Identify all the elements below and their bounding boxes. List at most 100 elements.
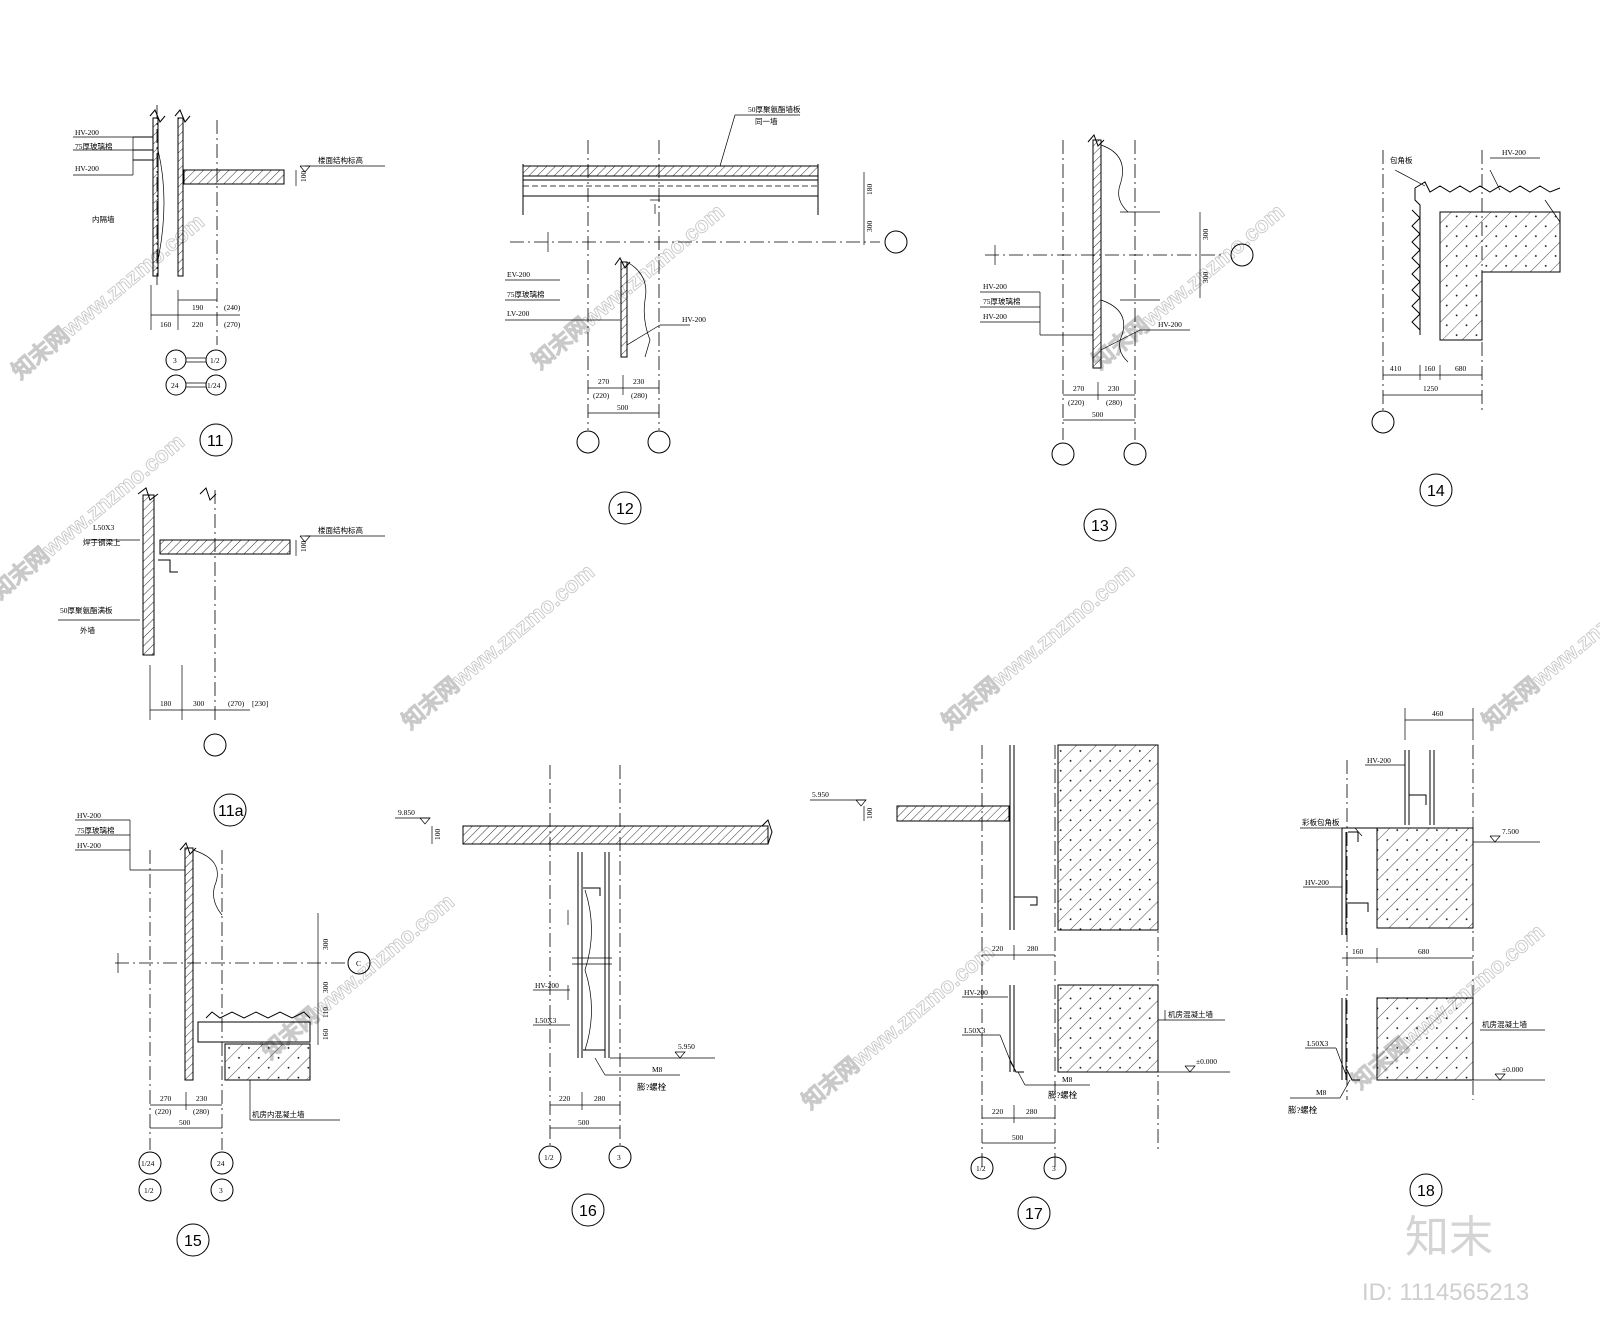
partition-board [620,261,628,358]
label-inner-wall: 内隔墙 [92,214,115,224]
detail-number-13: 13 [1091,518,1109,535]
label-insulation: 75厚玻璃棉 [75,141,113,151]
label-angle: L50X3 [93,523,114,532]
detail-16: 9.850 100 5.950 HV-200 L50X3 M8 膨?螺栓 220… [395,765,773,1227]
label-same-wall: 同一墙 [755,116,778,126]
dim-160: 160 [1352,947,1364,956]
dim-230: [230] [252,699,268,708]
label-corner-flashing: 彩板包角板 [1302,817,1340,827]
dim-160: 160 [1424,364,1436,373]
dim-220-lower: 220 [992,1107,1004,1116]
grid-3: 3 [1052,1164,1056,1173]
dim-500: 500 [617,403,629,412]
detail-11a: L50X3 焊于钢梁上 50厚聚氨酯满板 外墙 楼面结构标高 100 180 3… [58,487,385,827]
elevation-5950: 5.950 [812,790,829,799]
svg-text:知末网www.znzmo.com: 知末网www.znzmo.com [397,559,599,734]
detail-14: 包角板 HV-200 410 160 680 1250 14 [1371,148,1561,507]
floor-slab [159,539,291,555]
dim-280: (280) [193,1107,210,1116]
brand-watermark: 知末 ID: 1114565213 [1362,1213,1529,1306]
dim-270: 270 [160,1094,172,1103]
detail-number-14: 14 [1427,483,1445,500]
dim-220: 220 [192,320,204,329]
label-floor-level: 楼面结构标高 [318,155,363,165]
label-ev200: EV-200 [507,270,530,279]
dim-230: 230 [633,377,645,386]
wall-board-right [177,117,184,277]
svg-text:知末网www.znzmo.com: 知末网www.znzmo.com [937,559,1139,734]
concrete-wall-upper [1057,744,1159,931]
dim-220: 220 [559,1094,571,1103]
detail-number-18: 18 [1417,1183,1435,1200]
label-hv200-a: HV-200 [75,128,99,137]
dim-slab-h: 100 [299,541,308,553]
label-concrete-wall: 机房混凝土墙 [1168,1009,1213,1019]
detail-number-17: 17 [1025,1206,1043,1223]
grid-c: C [356,959,361,968]
dim-300-a: 300 [321,939,330,951]
dim-500: 500 [1012,1133,1024,1142]
label-machine-room-wall: 机房内混凝土墙 [252,1109,305,1119]
label-hv200-b: HV-200 [1305,878,1329,887]
svg-text:知末网www.znzmo.com: 知末网www.znzmo.com [1477,559,1600,734]
concrete-wall-lower [1376,997,1474,1081]
dim-500: 500 [578,1118,590,1127]
dim-300-a: 300 [1201,229,1210,241]
dim-220: (220) [155,1107,172,1116]
detail-12: 180 300 50厚聚氨酯墙板 同一墙 EV-200 75厚玻璃棉 LV-20… [505,104,908,525]
dim-1250: 1250 [1423,384,1438,393]
dim-180: 180 [865,184,874,196]
dim-680: 680 [1455,364,1467,373]
dim-300: 300 [193,699,205,708]
label-hv200-a: HV-200 [1367,756,1391,765]
label-concrete-wall: 机房混凝土墙 [1482,1019,1527,1029]
detail-13: 300 300 HV-200 75厚玻璃棉 HV-200 HV-200 270 … [980,134,1254,542]
dim-160: 160 [160,320,172,329]
label-hv200-a: HV-200 [983,282,1007,291]
concrete-wall-lower [1057,984,1159,1073]
dim-190: 190 [192,303,204,312]
floor-slab [183,169,285,185]
grid-1-2: 1/2 [976,1164,986,1173]
watermark-layer: 知末网www.znzmo.com 知末网www.znzmo.com 知末网www… [0,198,1600,1114]
label-m8: M8 [1316,1088,1327,1097]
label-hv200: HV-200 [535,981,559,990]
floor-slab [462,825,769,845]
label-expansion-bolt: 膨?螺栓 [637,1082,667,1092]
dim-270: (270) [224,320,241,329]
label-expansion-bolt: 膨?螺栓 [1288,1105,1318,1115]
elevation-5950: 5.950 [678,1042,695,1051]
label-angle: L50X3 [964,1026,985,1035]
image-id: ID: 1114565213 [1362,1279,1529,1306]
detail-15: C HV-200 75厚玻璃棉 HV-200 机房内混凝土墙 300 300 1… [75,811,371,1257]
dim-240: (240) [224,303,241,312]
dim-500: 500 [1092,410,1104,419]
label-hv200-a: HV-200 [77,811,101,820]
dim-270: 270 [1073,384,1085,393]
label-hv200: HV-200 [682,315,706,324]
dim-220: (220) [593,391,610,400]
wall-panel [1092,139,1102,369]
floor-slab [896,805,1010,822]
label-hv200-b: HV-200 [75,164,99,173]
dim-280: (280) [1106,398,1123,407]
concrete-wall [224,1043,311,1081]
label-pu-panel: 50厚聚氨酯满板 [60,605,113,615]
grid-1-24: 1/24 [207,381,221,390]
label-hv200-b: HV-200 [983,312,1007,321]
detail-number-15: 15 [184,1233,202,1250]
dim-280-upper: 280 [1027,944,1039,953]
elevation-0000: ±0.000 [1196,1057,1217,1066]
dim-160: 160 [321,1029,330,1041]
dim-slab-h: 100 [299,171,308,183]
label-pu-roof-panel: 50厚聚氨酯墙板 [748,104,801,114]
concrete-corner [1439,211,1561,341]
label-angle: L50X3 [535,1016,556,1025]
grid-24: 24 [171,381,179,390]
dim-300-b: 300 [1201,272,1210,284]
grid-1-24: 1/24 [141,1159,155,1168]
concrete-wall-upper [1376,827,1474,929]
dim-300: 300 [865,221,874,233]
dim-slab-h: 100 [433,829,442,841]
